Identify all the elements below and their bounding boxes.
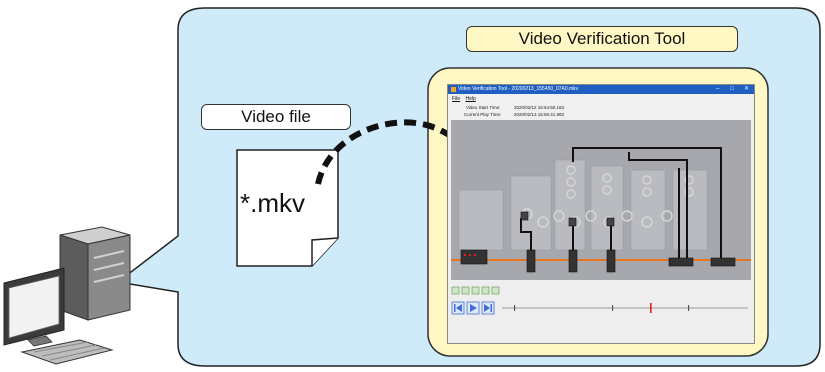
app-window: Video Verification Tool - 20200213_15545… bbox=[447, 84, 755, 344]
timeline-marker bbox=[650, 303, 652, 313]
menu-file[interactable]: File bbox=[452, 96, 461, 102]
video-start-label: Video Start Time: bbox=[466, 105, 501, 110]
app-titlebar: Video Verification Tool - 20200213_15545… bbox=[448, 85, 754, 94]
menu-help[interactable]: Help bbox=[465, 96, 476, 102]
time-info: Video Start Time: 2020/02/12 15:54:50.18… bbox=[448, 103, 754, 119]
file-extension-text: *.mkv bbox=[240, 188, 305, 218]
tool-label: Video Verification Tool bbox=[466, 26, 738, 52]
maximize-button[interactable]: □ bbox=[730, 86, 734, 92]
app-icon bbox=[451, 87, 456, 92]
current-play-value: 2020/02/13 15:56:41.983 bbox=[514, 112, 565, 117]
controls-svg bbox=[451, 286, 748, 315]
desktop-computer-icon bbox=[3, 226, 131, 365]
menu-bar: File Help bbox=[448, 95, 754, 103]
current-play-label: Current Play Time: bbox=[464, 112, 502, 117]
video-scene bbox=[451, 120, 751, 280]
video-frame bbox=[451, 120, 751, 280]
document-icon bbox=[236, 149, 339, 267]
app-title: Video Verification Tool - 20200213_15545… bbox=[458, 86, 579, 92]
video-start-value: 2020/02/12 15:54:50.183 bbox=[514, 105, 565, 110]
playback-controls bbox=[448, 282, 754, 343]
rewind-icon bbox=[451, 301, 465, 315]
fast-forward-icon bbox=[481, 301, 495, 315]
minimize-button[interactable]: – bbox=[716, 86, 720, 92]
toolbar-icons bbox=[451, 286, 500, 295]
video-file-label: Video file bbox=[201, 104, 351, 130]
play-icon bbox=[466, 301, 480, 315]
close-button[interactable]: ✕ bbox=[744, 86, 750, 92]
